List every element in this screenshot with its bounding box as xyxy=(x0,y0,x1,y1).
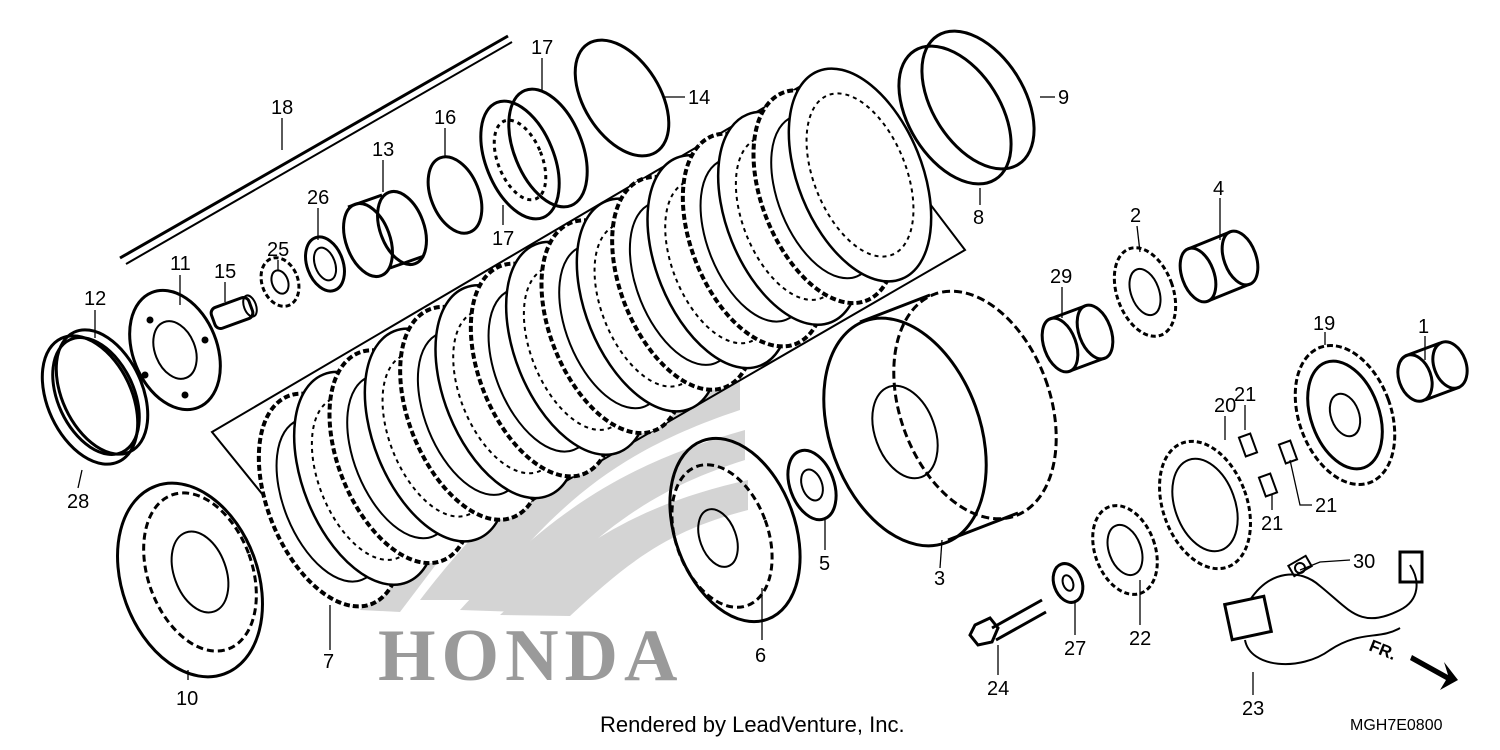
callout-12: 12 xyxy=(84,288,106,310)
part-13-sleeve xyxy=(342,190,428,278)
callout-14: 14 xyxy=(688,87,710,109)
callout-18: 18 xyxy=(271,97,293,119)
callout-25: 25 xyxy=(267,239,289,261)
callout-28: 28 xyxy=(67,491,89,513)
front-direction-indicator: FR. xyxy=(1367,636,1458,690)
honda-watermark: HONDA xyxy=(360,380,748,697)
part-25-small-gear xyxy=(259,256,301,308)
part-18-pushrod-edge xyxy=(125,41,513,265)
diagram-code: MGH7E0800 xyxy=(1350,717,1443,734)
part-12-28-rings xyxy=(40,328,150,466)
part-18-pushrod xyxy=(119,34,509,260)
callout-29: 29 xyxy=(1050,266,1072,288)
part-30-bolt xyxy=(1286,554,1314,578)
callout-21-top: 21 xyxy=(1234,384,1256,406)
honda-wordmark: HONDA xyxy=(378,615,683,697)
clutch-plate-inner xyxy=(805,92,915,258)
part-1-needle-bearing xyxy=(1396,340,1469,403)
part-16-ring xyxy=(426,155,484,235)
part-10-clutch-center xyxy=(116,481,264,679)
leader-lines xyxy=(77,58,1426,695)
callout-23: 23 xyxy=(1242,698,1264,720)
callout-1: 1 xyxy=(1418,316,1429,338)
part-22-plate xyxy=(1091,504,1159,596)
callout-19: 19 xyxy=(1313,313,1335,335)
callout-17-bottom: 17 xyxy=(492,228,514,250)
part-15-bolt xyxy=(209,294,258,330)
callout-15: 15 xyxy=(214,261,236,283)
callout-30: 30 xyxy=(1353,551,1375,573)
part-5-washer xyxy=(786,448,838,522)
callout-22: 22 xyxy=(1129,628,1151,650)
part-21-springs xyxy=(1237,432,1299,498)
part-14-ring xyxy=(573,38,671,158)
callout-labels: 1 2 3 4 5 6 7 8 9 10 11 12 13 14 15 16 1… xyxy=(67,37,1429,720)
callout-13: 13 xyxy=(372,139,394,161)
clutch-plate xyxy=(787,67,933,283)
part-24-bolt xyxy=(968,598,1047,647)
part-6-clutch-center xyxy=(668,436,802,624)
part-3-clutch-outer xyxy=(822,289,1058,548)
callout-9: 9 xyxy=(1058,87,1069,109)
callout-11: 11 xyxy=(170,253,191,275)
callout-21-right: 21 xyxy=(1315,495,1337,517)
part-19-gear xyxy=(1293,344,1397,486)
clutch-plate-inner xyxy=(310,395,420,561)
callout-20: 20 xyxy=(1214,395,1236,417)
part-23-sensor-harness xyxy=(1222,550,1424,666)
callout-27: 27 xyxy=(1064,638,1086,660)
callout-7: 7 xyxy=(323,651,334,673)
callout-6: 6 xyxy=(755,645,766,667)
callout-10: 10 xyxy=(176,688,198,710)
front-direction-label: FR. xyxy=(1367,636,1400,664)
part-20-gear xyxy=(1158,439,1252,571)
callout-5: 5 xyxy=(819,553,830,575)
callout-17-top: 17 xyxy=(531,37,553,59)
front-arrow-icon xyxy=(1410,655,1458,690)
callout-4: 4 xyxy=(1213,178,1224,200)
part-29-needle-bearing xyxy=(1040,303,1115,374)
callout-8: 8 xyxy=(973,207,984,229)
part-4-sleeve xyxy=(1178,229,1260,304)
part-26-washer xyxy=(304,235,346,293)
rendered-by-credit: Rendered by LeadVenture, Inc. xyxy=(600,712,905,737)
part-17-judder-spring xyxy=(479,87,589,221)
callout-21-bottom: 21 xyxy=(1261,513,1283,535)
part-2-gear xyxy=(1112,246,1178,338)
callout-24: 24 xyxy=(987,678,1009,700)
callout-3: 3 xyxy=(934,568,945,590)
part-8-9-rings xyxy=(897,29,1036,186)
part-7-clutch-plates xyxy=(256,67,933,609)
callout-2: 2 xyxy=(1130,205,1141,227)
part-27-washer xyxy=(1051,562,1085,604)
part-11-pressure-plate xyxy=(128,288,222,412)
callout-16: 16 xyxy=(434,107,456,129)
callout-26: 26 xyxy=(307,187,329,209)
